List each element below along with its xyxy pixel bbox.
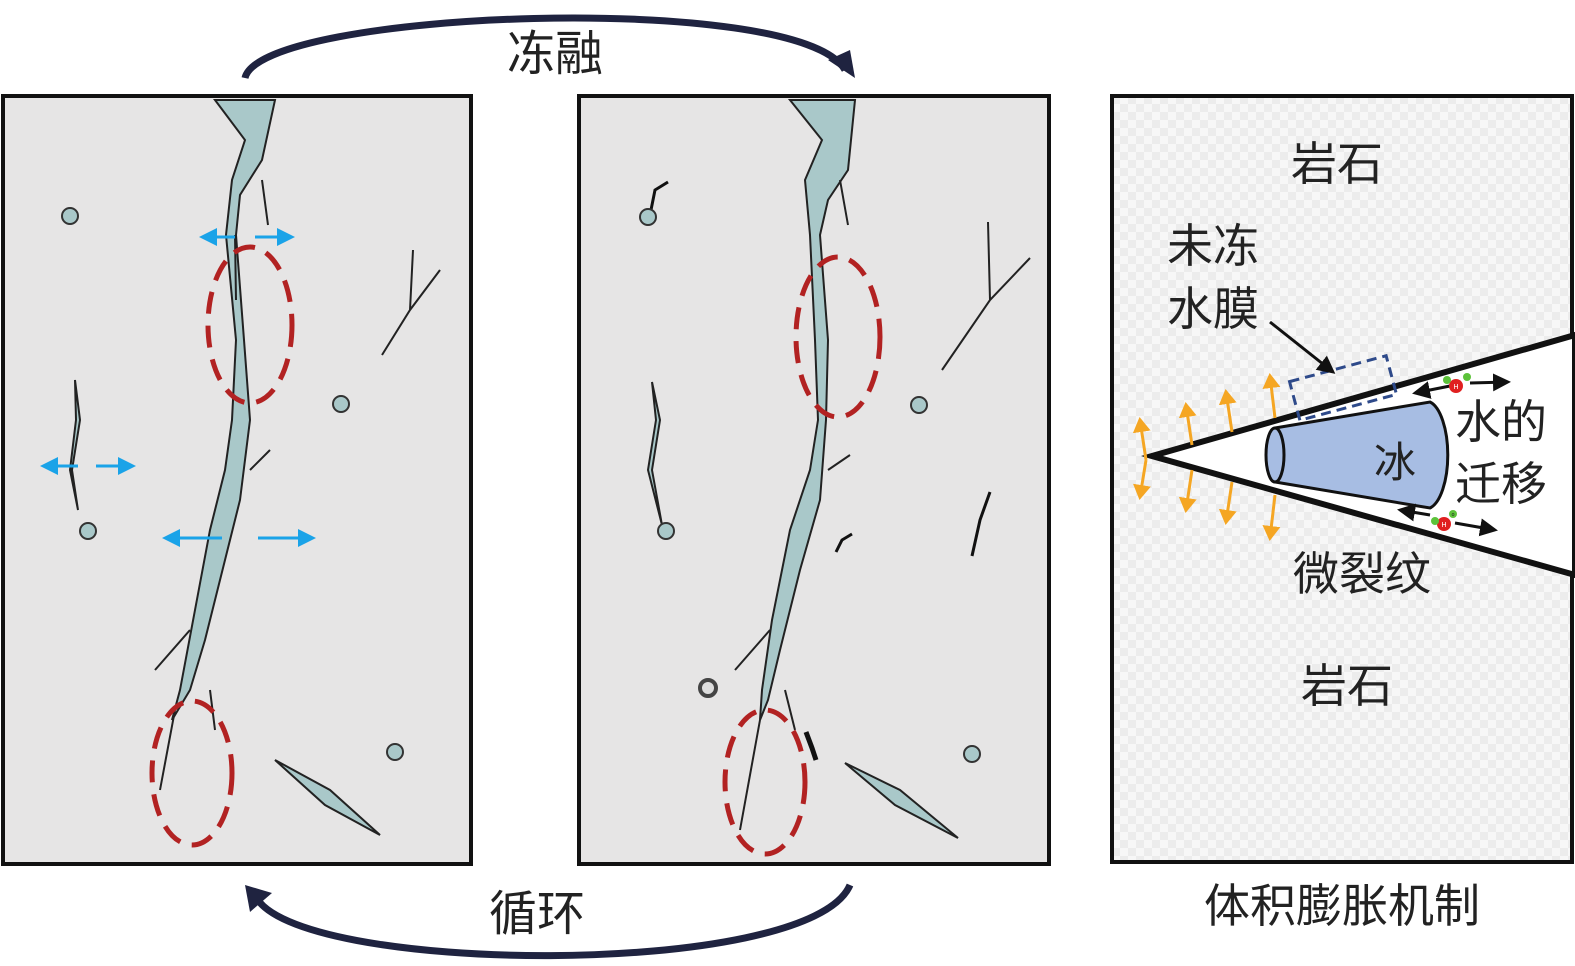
- label-water-migration-2: 迁移: [1455, 457, 1547, 511]
- water-migration-arrows: [1397, 373, 1511, 537]
- label-microcrack: 微裂纹: [1293, 547, 1431, 601]
- cycle-arrow-bottom: [245, 883, 854, 960]
- highlight-ellipse: [149, 698, 235, 848]
- highlight-ellipse: [793, 254, 883, 420]
- water-molecule: H o: [1431, 510, 1457, 531]
- pore: [332, 395, 350, 413]
- label-rock-bottom: 岩石: [1301, 659, 1393, 713]
- small-crack: [68, 379, 82, 511]
- pore: [639, 208, 657, 226]
- label-cycle: 循环: [489, 886, 585, 942]
- label-unfrozen-film-1: 未冻: [1167, 219, 1259, 273]
- mechanism-caption: 体积膨胀机制: [1204, 879, 1480, 933]
- pore: [386, 743, 404, 761]
- label-water-migration-1: 水的: [1455, 395, 1547, 449]
- label-freeze-thaw: 冻融: [507, 26, 603, 82]
- highlight-ellipse: [722, 707, 808, 857]
- rock-panel-before: [1, 94, 473, 866]
- water-molecule: H: [1443, 373, 1471, 393]
- svg-text:o: o: [1451, 512, 1454, 518]
- svg-text:H: H: [1441, 521, 1446, 529]
- pore: [79, 522, 97, 540]
- highlight-ellipse: [205, 244, 295, 406]
- small-crack: [844, 762, 959, 839]
- cycle-arrow-top: [241, 14, 855, 80]
- expansion-arrows-orange: [1132, 373, 1281, 541]
- small-crack: [274, 759, 381, 836]
- pore: [698, 678, 718, 698]
- pore: [657, 522, 675, 540]
- unfrozen-film-box: [1287, 353, 1399, 423]
- main-crack: [759, 99, 857, 721]
- pore: [963, 745, 981, 763]
- pointer-arrow: [1269, 320, 1336, 374]
- label-rock-top: 岩石: [1291, 137, 1383, 191]
- svg-text:H: H: [1453, 383, 1458, 391]
- expansion-arrows-blue: [40, 228, 316, 547]
- pore: [910, 396, 928, 414]
- volume-expansion-panel: H H o 岩石 未冻 水膜 冰 水的 迁移 微裂纹 岩石: [1110, 94, 1575, 864]
- rock-panel-after: [577, 94, 1051, 866]
- ice-cone: [1264, 400, 1450, 510]
- label-unfrozen-film-2: 水膜: [1167, 282, 1259, 336]
- label-ice: 冰: [1374, 438, 1416, 487]
- pore: [61, 207, 79, 225]
